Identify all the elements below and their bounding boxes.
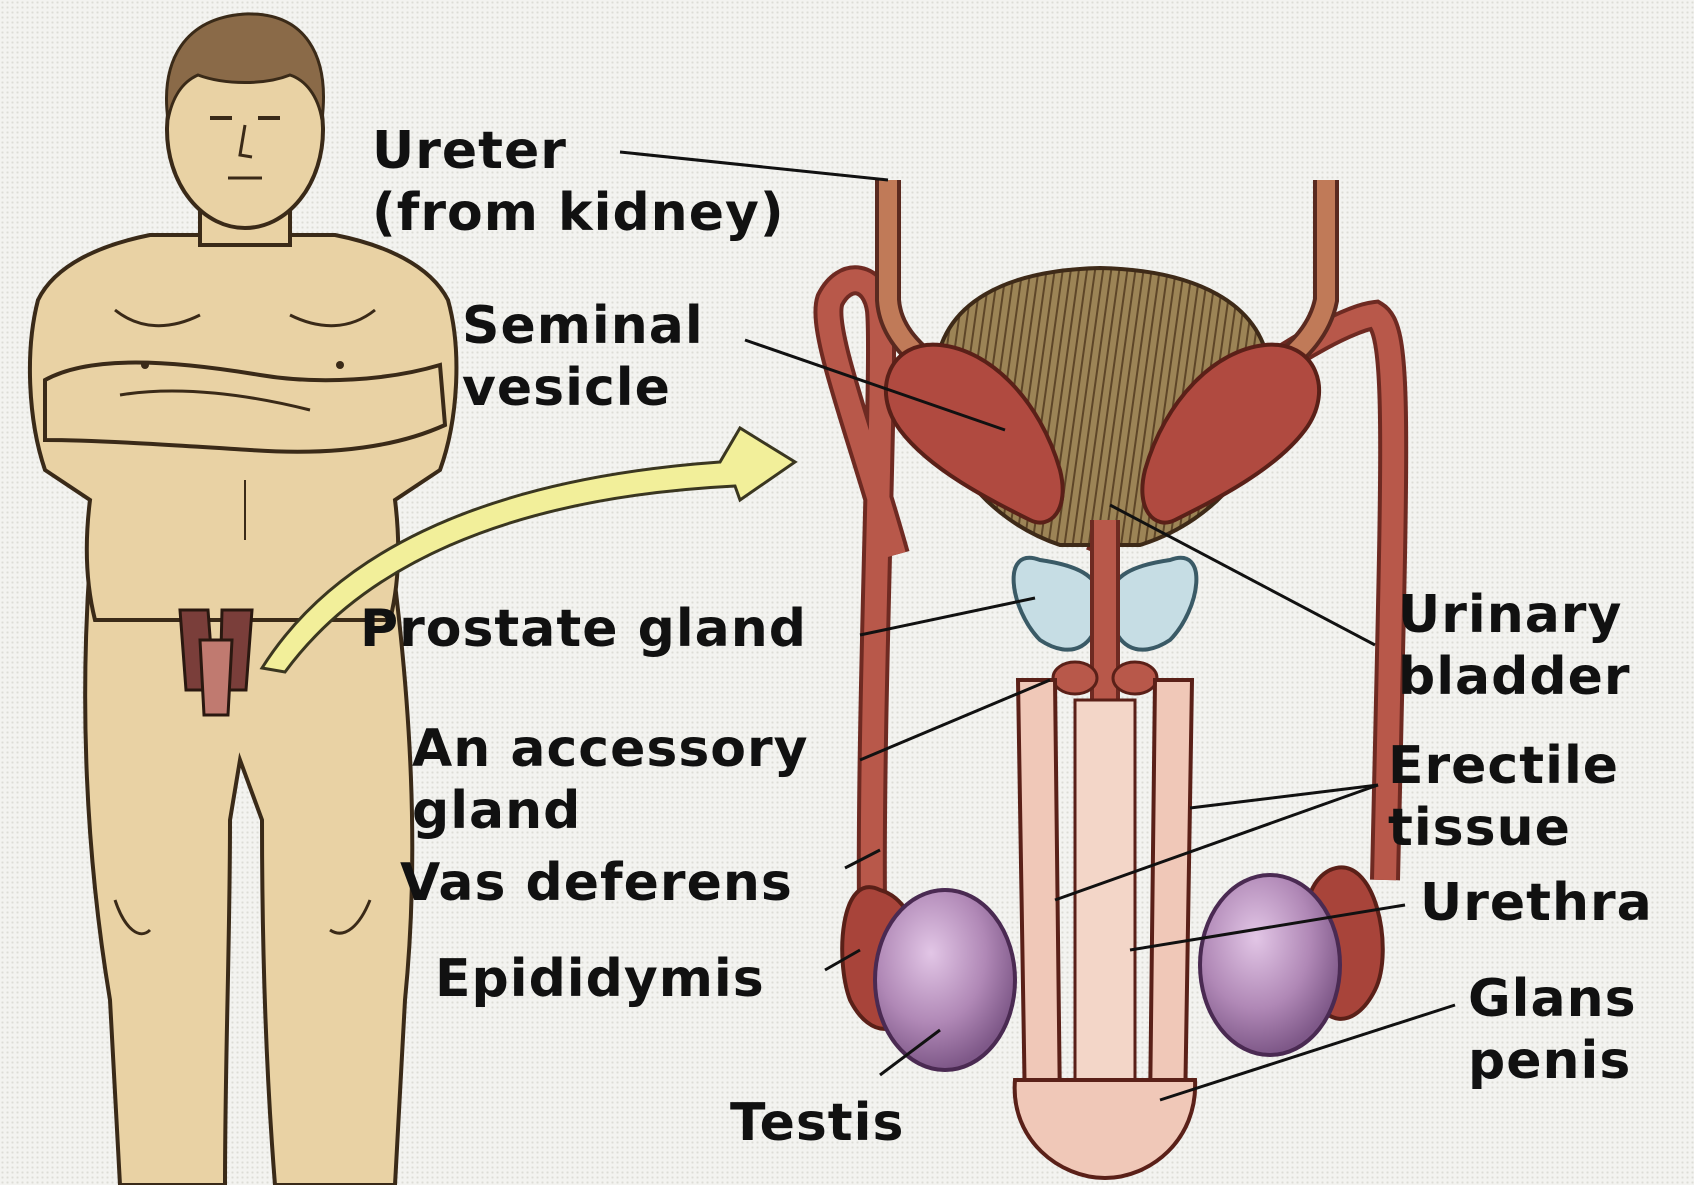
label-prostate-gland: Prostate gland — [360, 598, 807, 660]
label-urinary-bladder-line-1: Urinary — [1398, 584, 1631, 646]
label-erectile-tissue-line-2: tissue — [1388, 797, 1619, 859]
label-epididymis: Epididymis — [435, 948, 765, 1010]
label-ureter: Ureter (from kidney) — [372, 120, 785, 244]
label-vas-deferens-text: Vas deferens — [400, 852, 793, 914]
label-prostate-gland-text: Prostate gland — [360, 598, 807, 660]
erectile-tissue-center — [1075, 700, 1135, 1120]
erectile-tissue-right — [1150, 680, 1192, 1110]
label-glans-penis: Glans penis — [1468, 968, 1637, 1092]
label-seminal-vesicle-line-2: vesicle — [462, 357, 704, 419]
label-ureter-line-2: (from kidney) — [372, 182, 785, 244]
accessory-gland-left — [1053, 662, 1097, 694]
label-seminal-vesicle: Seminal vesicle — [462, 295, 704, 419]
label-accessory-gland: An accessory gland — [412, 718, 809, 842]
testis-right — [1200, 875, 1340, 1055]
prostate-gland-left — [1014, 558, 1100, 650]
label-seminal-vesicle-line-1: Seminal — [462, 295, 704, 357]
testis-left — [875, 890, 1015, 1070]
label-accessory-gland-line-1: An accessory — [412, 718, 809, 780]
label-accessory-gland-line-2: gland — [412, 780, 809, 842]
erectile-tissue-left — [1018, 680, 1060, 1110]
label-erectile-tissue: Erectile tissue — [1388, 735, 1619, 859]
glans-penis-shape — [1015, 1080, 1195, 1178]
label-urinary-bladder: Urinary bladder — [1398, 584, 1631, 708]
label-testis: Testis — [730, 1092, 904, 1154]
figure-arms — [45, 363, 445, 452]
label-urinary-bladder-line-2: bladder — [1398, 646, 1631, 708]
label-ureter-line-1: Ureter — [372, 120, 785, 182]
label-erectile-tissue-line-1: Erectile — [1388, 735, 1619, 797]
prostate-gland-right — [1110, 558, 1196, 650]
label-testis-text: Testis — [730, 1092, 904, 1154]
label-epididymis-text: Epididymis — [435, 948, 765, 1010]
label-glans-penis-line-2: penis — [1468, 1030, 1637, 1092]
label-glans-penis-line-1: Glans — [1468, 968, 1637, 1030]
label-urethra-text: Urethra — [1420, 872, 1653, 934]
label-vas-deferens: Vas deferens — [400, 852, 793, 914]
label-urethra: Urethra — [1420, 872, 1653, 934]
anatomy-diagram — [828, 180, 1393, 1178]
accessory-gland-right — [1113, 662, 1157, 694]
